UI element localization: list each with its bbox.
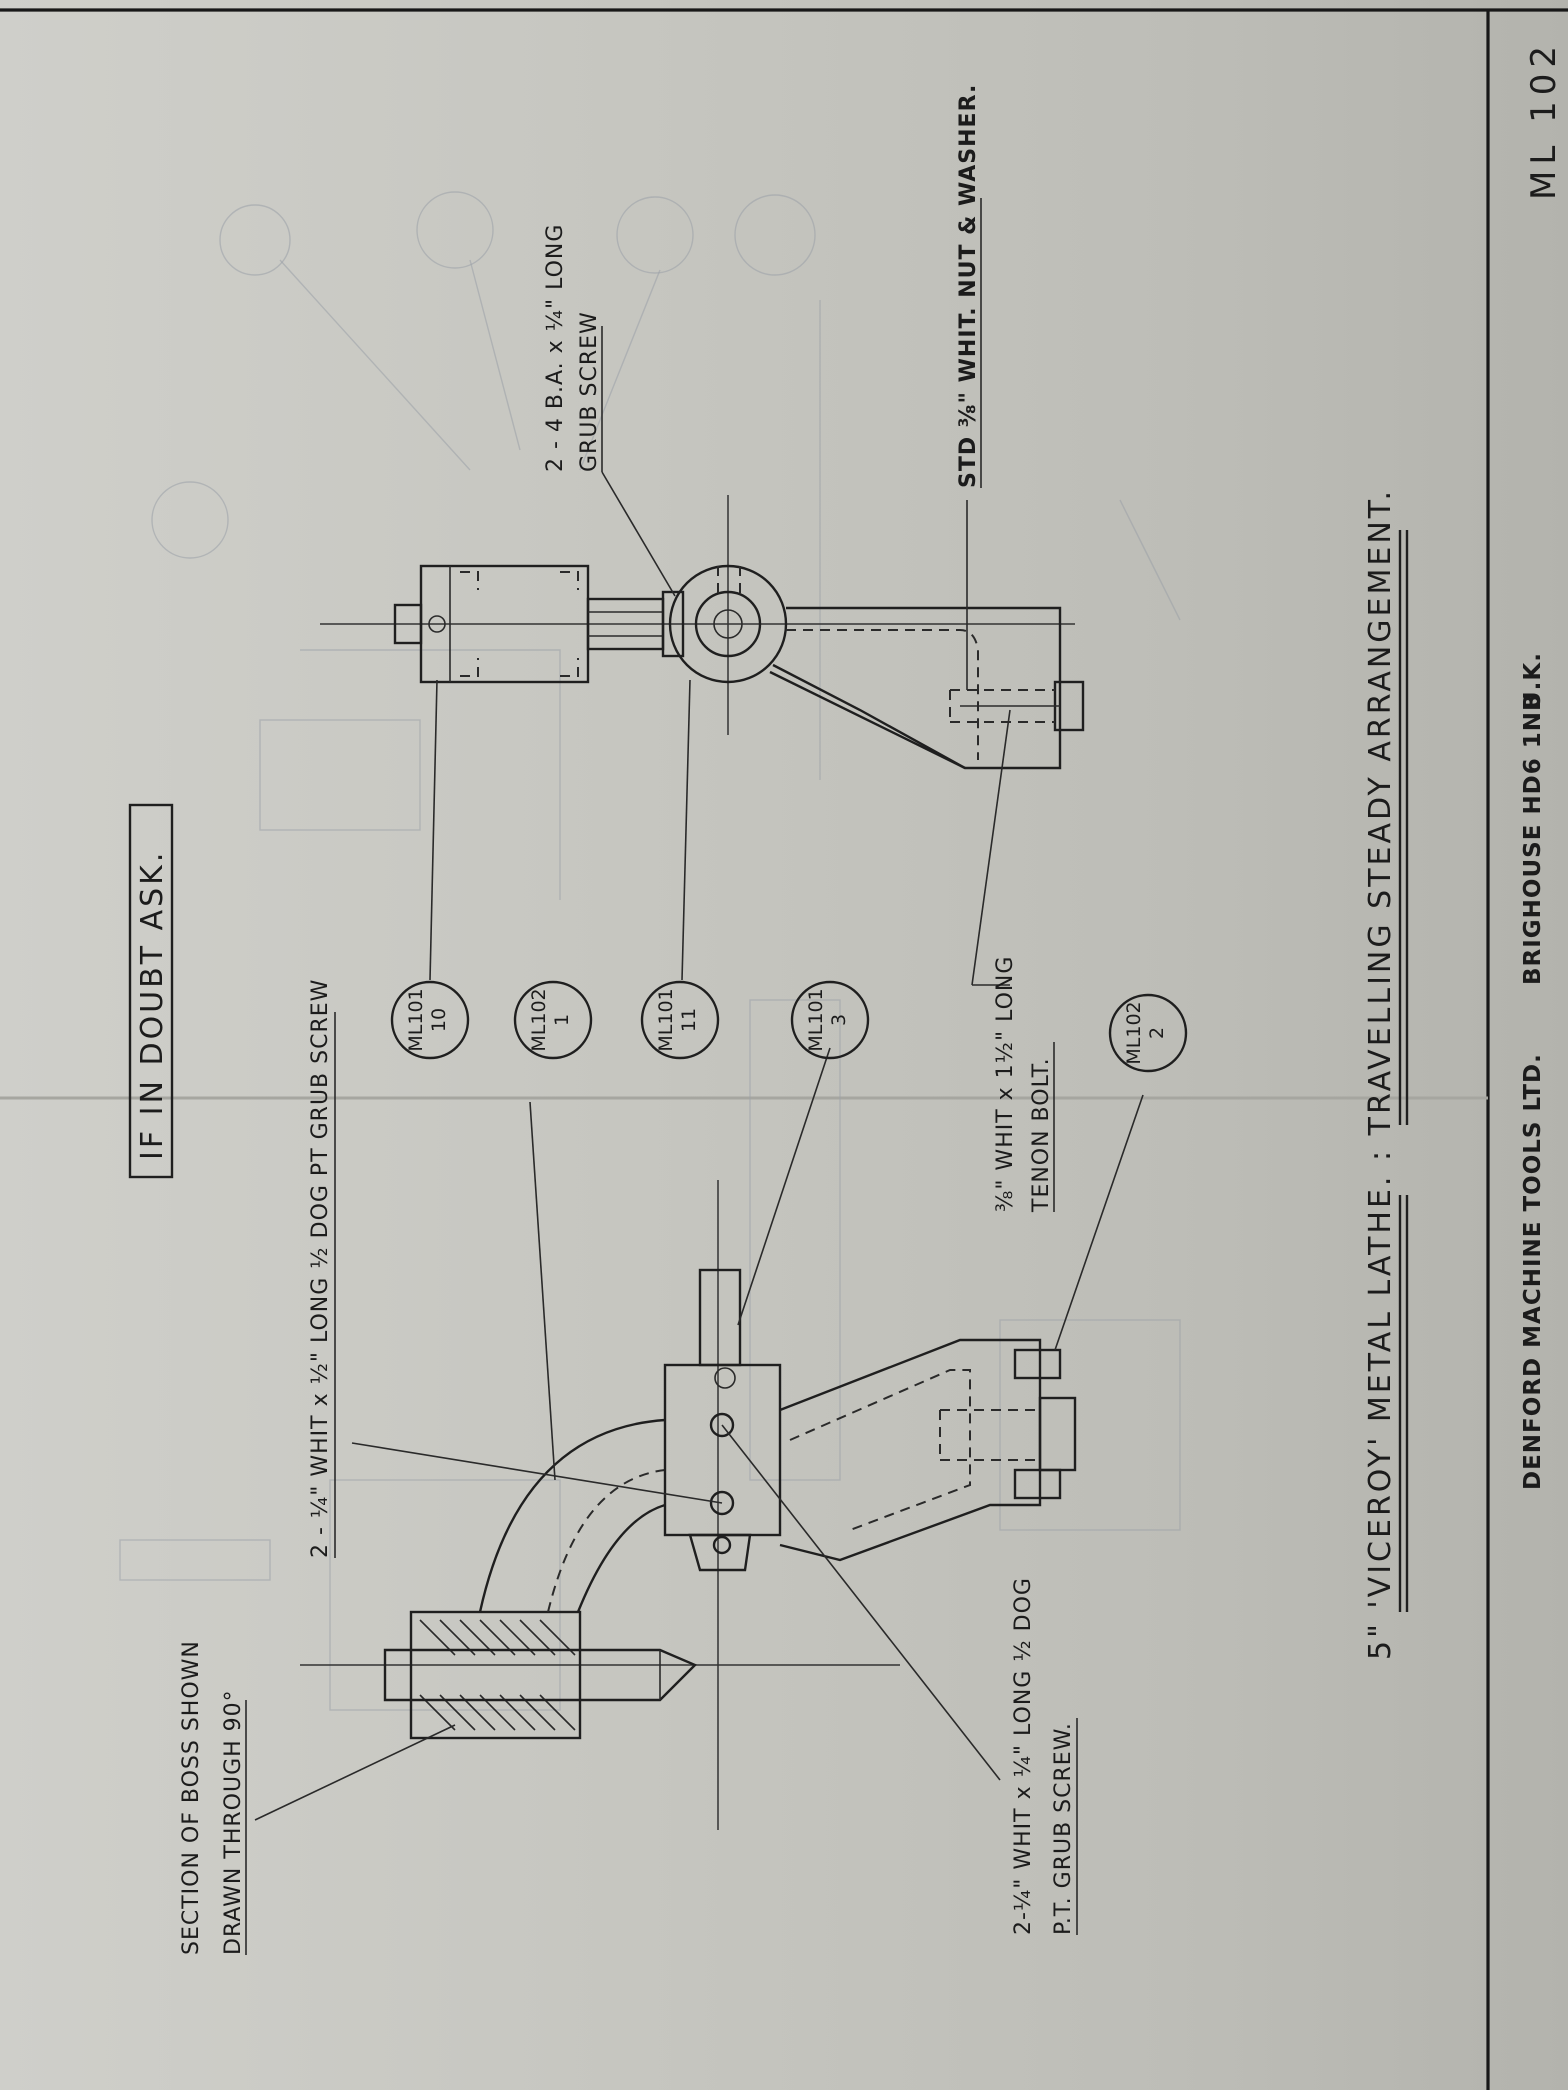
svg-text:10: 10 bbox=[428, 1008, 450, 1032]
balloon-ml101-11: ML101 11 bbox=[640, 980, 720, 1060]
leader-lines bbox=[254, 471, 1144, 1821]
if-in-doubt-text: IF IN DOUBT ASK. bbox=[135, 850, 170, 1160]
note-std-nut-washer: STD ⅜" WHIT. NUT & WASHER. bbox=[956, 84, 982, 488]
svg-text:1: 1 bbox=[551, 1014, 573, 1026]
svg-text:5" 'VICEROY' METAL LATHE. : TR: 5" 'VICEROY' METAL LATHE. : TRAVELLING S… bbox=[1363, 488, 1398, 1660]
note-4ba-grub-screw: 2 - 4 B.A. x ¼" LONG GRUB SCREW bbox=[543, 224, 603, 472]
drawing-title: 5" 'VICEROY' METAL LATHE. : TRAVELLING S… bbox=[1363, 488, 1409, 1660]
note-grub-screw-top: 2 - ¼" WHIT x ½" LONG ½ DOG PT GRUB SCRE… bbox=[308, 979, 336, 1558]
note-grub-screw-left: 2-¼" WHIT x ¼" LONG ½ DOG P.T. GRUB SCRE… bbox=[1011, 1577, 1078, 1935]
note-section-of-boss: SECTION OF BOSS SHOWN DRAWN THROUGH 90° bbox=[179, 1640, 247, 1955]
svg-text:11: 11 bbox=[678, 1008, 700, 1032]
steady-view-upper bbox=[320, 495, 1085, 770]
svg-text:DRAWN THROUGH 90°: DRAWN THROUGH 90° bbox=[221, 1689, 246, 1955]
svg-text:2-¼" WHIT x ¼" LONG ½ DOG: 2-¼" WHIT x ¼" LONG ½ DOG bbox=[1011, 1577, 1036, 1935]
svg-text:TENON BOLT.: TENON BOLT. bbox=[1029, 1057, 1054, 1213]
svg-text:GRUB SCREW: GRUB SCREW bbox=[577, 311, 602, 472]
svg-text:ML102: ML102 bbox=[1123, 1001, 1145, 1064]
svg-text:ML101: ML101 bbox=[405, 988, 427, 1051]
title-block-footer: DENFORD MACHINE TOOLS LTD. BRIGHOUSE HD6… bbox=[1520, 652, 1546, 1490]
svg-text:2 - 4 B.A. x ¼" LONG: 2 - 4 B.A. x ¼" LONG bbox=[543, 224, 568, 472]
svg-text:ML101: ML101 bbox=[805, 988, 827, 1051]
svg-text:ML101: ML101 bbox=[655, 988, 677, 1051]
note-tenon-bolt: ⅜" WHIT x 1½" LONG TENON BOLT. bbox=[993, 956, 1055, 1213]
svg-text:ML102: ML102 bbox=[528, 988, 550, 1051]
steady-view-lower bbox=[300, 1180, 1077, 1830]
company-address: BRIGHOUSE HD6 1NB bbox=[1520, 692, 1546, 985]
if-in-doubt-note: IF IN DOUBT ASK. bbox=[128, 803, 174, 1179]
svg-text:P.T. GRUB SCREW.: P.T. GRUB SCREW. bbox=[1051, 1722, 1076, 1935]
balloon-ml102-1: ML102 1 bbox=[513, 980, 593, 1060]
svg-text:2 - ¼" WHIT x ½" LONG ½ DOG PT: 2 - ¼" WHIT x ½" LONG ½ DOG PT GRUB SCRE… bbox=[308, 979, 333, 1558]
svg-text:2: 2 bbox=[1146, 1027, 1168, 1039]
balloon-ml102-2: ML102 2 bbox=[1108, 993, 1188, 1073]
drawing-number: ML 102 bbox=[1524, 40, 1564, 200]
balloon-ml101-10: ML101 10 bbox=[390, 980, 470, 1060]
svg-text:3: 3 bbox=[828, 1014, 850, 1026]
svg-text:SECTION OF BOSS SHOWN: SECTION OF BOSS SHOWN bbox=[179, 1640, 204, 1955]
company-name: DENFORD MACHINE TOOLS LTD. bbox=[1520, 1053, 1546, 1490]
ghost-show-through bbox=[119, 191, 1181, 1711]
company-country: U.K. bbox=[1520, 652, 1546, 710]
svg-text:⅜" WHIT x 1½" LONG: ⅜" WHIT x 1½" LONG bbox=[993, 956, 1018, 1212]
balloon-ml101-3: ML101 3 bbox=[790, 980, 870, 1060]
svg-text:STD ⅜" WHIT. NUT & WASHER.: STD ⅜" WHIT. NUT & WASHER. bbox=[956, 84, 981, 488]
